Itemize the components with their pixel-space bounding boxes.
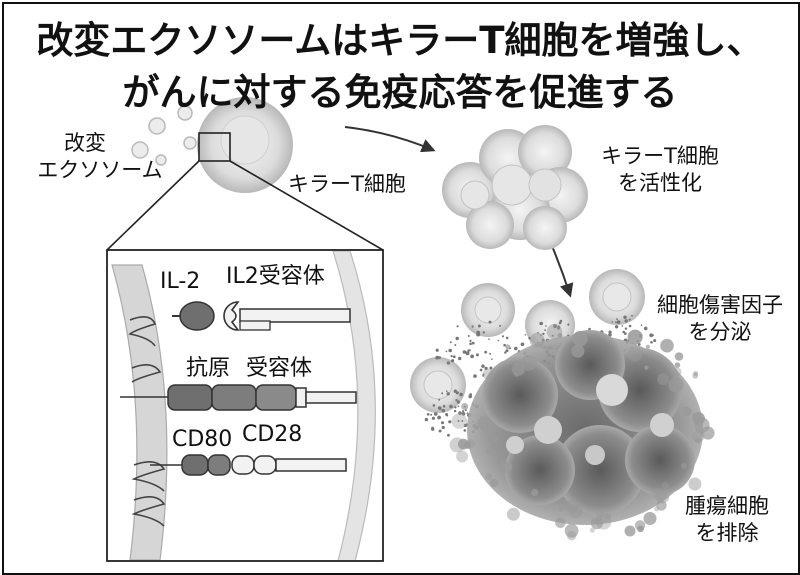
killer-t-cell: [197, 97, 293, 193]
zoom-line-right: [229, 160, 384, 251]
modified-exosome-label-2: エクソソーム: [37, 158, 163, 182]
attacking-t-cells: [410, 269, 645, 413]
transmembrane-anchors: [128, 316, 166, 527]
receptor-label: 受容体: [246, 356, 313, 381]
killer-t-cell-label: キラーT細胞: [288, 172, 406, 196]
activated-t-cell-cluster: [442, 125, 588, 250]
cd80-cd28-complex: [150, 454, 347, 476]
antigen-label: 抗原: [186, 356, 231, 381]
il2-receptor-shape: [223, 301, 240, 331]
inset-panel: [106, 249, 384, 562]
activate-label-2: を活性化: [618, 171, 702, 195]
il2-label: IL-2: [160, 269, 201, 294]
modified-exosome-label-1: 改変: [64, 131, 106, 155]
figure-title-line-1: 改変エクソソームはキラーT細胞を増強し、: [36, 19, 764, 62]
il2-ligand: [179, 301, 215, 331]
arrow-activate: [344, 126, 436, 153]
cytotoxic-label-1: 細胞傷害因子: [657, 293, 783, 317]
tumor-label-1: 腫瘍細胞: [685, 494, 769, 518]
arrow-secrete: [551, 245, 574, 298]
tumor-label-2: を排除: [695, 521, 759, 545]
zoom-line-left: [106, 160, 200, 251]
tumor-debris: [449, 323, 715, 541]
il2-receptor-label: IL2受容体: [226, 264, 325, 289]
antigen-receptor-complex: [120, 384, 357, 411]
t-cell-membrane: [332, 251, 376, 560]
tumor-mass: [467, 330, 703, 525]
exosome-vesicles: [131, 105, 197, 166]
figure-title-line-2: がんに対する免疫応答を促進する: [122, 71, 678, 114]
activate-label-1: キラーT細胞: [601, 144, 719, 168]
cd28-label: CD28: [242, 422, 303, 447]
cytotoxic-label-2: を分泌: [688, 320, 752, 344]
exosome-membrane: [111, 264, 168, 560]
zoom-box: [198, 132, 231, 162]
cd80-label: CD80: [172, 427, 233, 452]
